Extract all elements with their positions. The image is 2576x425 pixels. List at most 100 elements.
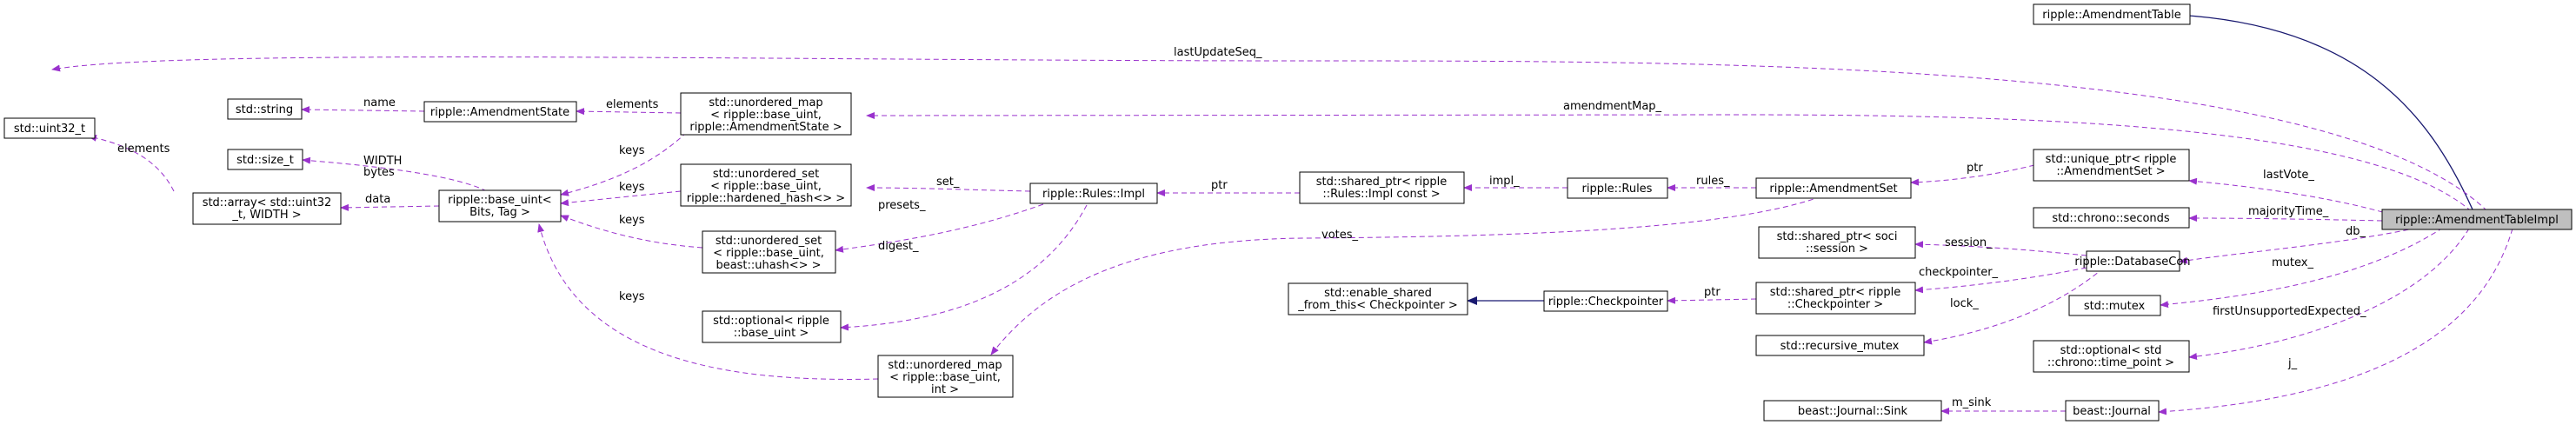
node-uset-uhash[interactable]: std::unordered_set < ripple::base_uint, … — [702, 230, 836, 274]
node-uset-uhash-line3: beast::uhash<> > — [716, 259, 821, 272]
edge-checkpointer: checkpointer_ — [1914, 266, 2087, 294]
edge-label-ptr-rules: ptr — [1211, 179, 1228, 192]
node-size-t[interactable]: std::size_t — [227, 149, 303, 170]
edge-ptr-set: ptr — [1910, 162, 2035, 186]
node-amendment-set[interactable]: ripple::AmendmentSet — [1755, 177, 1912, 199]
edge-label-keys-hardened: keys — [619, 181, 645, 194]
edge-label-last-vote: lastVote_ — [2263, 169, 2314, 182]
node-recursive-mutex[interactable]: std::recursive_mutex — [1755, 335, 1925, 356]
node-unique-set[interactable]: std::unique_ptr< ripple ::AmendmentSet > — [2033, 149, 2190, 182]
node-amendment-table[interactable]: ripple::AmendmentTable — [2033, 3, 2191, 25]
node-shared-checkpointer[interactable]: std::shared_ptr< ripple ::Checkpointer > — [1755, 282, 1916, 315]
edge-elements: elements — [576, 98, 682, 116]
node-umap-int[interactable]: std::unordered_map < ripple::base_uint, … — [877, 355, 1014, 398]
node-shared-soci-line1: std::shared_ptr< soci — [1777, 230, 1898, 243]
node-shared-rules-impl-line1: std::shared_ptr< ripple — [1316, 176, 1447, 189]
node-optional-base-line2: ::base_uint > — [734, 327, 809, 340]
node-journal-label: beast::Journal — [2073, 405, 2151, 418]
node-rules[interactable]: ripple::Rules — [1567, 177, 1668, 199]
edge-label-presets: presets_ — [878, 199, 926, 212]
node-enable-shared-line1: std::enable_shared — [1324, 287, 1432, 300]
node-journal[interactable]: beast::Journal — [2065, 400, 2160, 422]
node-rules-impl-label: ripple::Rules::Impl — [1042, 188, 1145, 201]
edge-last-update-seq: lastUpdateSeq_ — [51, 46, 2494, 218]
node-chrono-seconds[interactable]: std::chrono::seconds — [2033, 207, 2190, 229]
edge-label-digest: digest_ — [878, 240, 919, 253]
edge-inherit-amendment-table — [2151, 10, 2477, 218]
node-umap-state[interactable]: std::unordered_map < ripple::base_uint, … — [680, 92, 852, 136]
edge-label-votes: votes_ — [1321, 229, 1359, 242]
edge-width-bytes: WIDTH bytes — [302, 155, 488, 192]
node-enable-shared[interactable]: std::enable_shared _from_this< Checkpoin… — [1288, 282, 1468, 315]
node-recursive-mutex-label: std::recursive_mutex — [1781, 340, 1900, 353]
edge-label-checkpointer: checkpointer_ — [1919, 266, 1999, 279]
node-database-con-label: ripple::DatabaseCon — [2074, 256, 2190, 269]
edge-label-m-sink: m_sink — [1952, 396, 1992, 409]
node-uset-hardened[interactable]: std::unordered_set < ripple::base_uint, … — [680, 163, 852, 207]
edge-db: db_ — [2179, 225, 2418, 264]
edge-label-data: data — [365, 193, 390, 206]
node-optional-time[interactable]: std::optional< std ::chrono::time_point … — [2033, 340, 2190, 373]
node-uset-hardened-line1: std::unordered_set — [713, 168, 819, 181]
edge-label-elements: elements — [606, 98, 659, 111]
node-amendment-state-label: ripple::AmendmentState — [430, 106, 569, 119]
edge-label-impl: impl_ — [1489, 175, 1520, 188]
edge-label-width: WIDTH — [363, 155, 402, 168]
edge-label-amendment-map: amendmentMap_ — [1563, 100, 1662, 113]
node-umap-state-line3: ripple::AmendmentState > — [689, 121, 842, 134]
edge-label-j: j_ — [2287, 357, 2298, 370]
edge-label-lock: lock_ — [1950, 297, 1979, 310]
edge-name: name — [301, 96, 425, 114]
edge-impl: impl_ — [1463, 175, 1568, 191]
edge-label-keys-uhash: keys — [619, 214, 645, 227]
edge-digest: digest_ — [840, 204, 1088, 331]
edge-label-mutex: mutex_ — [2272, 256, 2313, 269]
node-amendment-state[interactable]: ripple::AmendmentState — [423, 101, 577, 123]
edge-label-keys-umap-state: keys — [619, 144, 645, 157]
edge-label-db: db_ — [2346, 225, 2366, 238]
edge-set: set_ — [866, 176, 1031, 192]
node-uset-hardened-line2: < ripple::base_uint, — [710, 180, 822, 193]
node-rules-impl[interactable]: ripple::Rules::Impl — [1029, 183, 1158, 204]
node-checkpointer[interactable]: ripple::Checkpointer — [1543, 290, 1668, 312]
node-unique-set-line1: std::unique_ptr< ripple — [2046, 153, 2177, 166]
edge-label-ptr-set: ptr — [1967, 162, 1983, 175]
node-uset-hardened-line3: ripple::hardened_hash<> > — [687, 192, 845, 205]
edge-label-session: session_ — [1945, 236, 1993, 249]
node-journal-sink[interactable]: beast::Journal::Sink — [1763, 400, 1942, 422]
node-array[interactable]: std::array< std::uint32 _t, WIDTH > — [192, 192, 342, 225]
edge-label-keys-umap-int: keys — [619, 290, 645, 303]
node-amendment-table-impl-label: ripple::AmendmentTableImpl — [2395, 214, 2559, 227]
edge-presets: presets_ — [835, 199, 1044, 253]
node-optional-base[interactable]: std::optional< ripple ::base_uint > — [702, 310, 842, 343]
node-rules-label: ripple::Rules — [1582, 183, 1653, 196]
node-size-t-label: std::size_t — [236, 154, 294, 167]
node-uset-uhash-line1: std::unordered_set — [716, 235, 822, 248]
edge-label-array-elements: elements — [117, 143, 170, 156]
node-std-string-label: std::string — [236, 103, 293, 116]
node-optional-base-line1: std::optional< ripple — [713, 315, 829, 328]
node-database-con[interactable]: ripple::DatabaseCon — [2074, 250, 2191, 272]
edge-label-rules: rules_ — [1696, 175, 1730, 188]
node-std-string[interactable]: std::string — [227, 98, 303, 120]
node-base-uint[interactable]: ripple::base_uint< Bits, Tag > — [438, 189, 562, 222]
edge-ptr-checkpointer: ptr — [1667, 286, 1757, 304]
edge-last-vote: lastVote_ — [2188, 169, 2400, 218]
node-std-mutex[interactable]: std::mutex — [2068, 295, 2161, 316]
node-umap-int-line3: int > — [931, 383, 959, 396]
node-uint32[interactable]: std::uint32_t — [3, 117, 96, 139]
edge-label-first-unsupported: firstUnsupportedExpected_ — [2213, 305, 2366, 318]
edge-label-set: set_ — [936, 176, 960, 189]
node-umap-state-line1: std::unordered_map — [709, 96, 822, 110]
edge-lock: lock_ — [1923, 267, 2105, 345]
node-uint32-label: std::uint32_t — [14, 123, 85, 136]
node-array-line2: _t, WIDTH > — [231, 209, 301, 222]
edge-array-elements: elements — [88, 134, 175, 192]
edge-majority-time: majorityTime_ — [2188, 205, 2383, 222]
node-shared-rules-impl[interactable]: std::shared_ptr< ripple ::Rules::Impl co… — [1299, 171, 1465, 204]
edge-data: data — [340, 193, 440, 211]
node-shared-soci[interactable]: std::shared_ptr< soci ::session > — [1758, 226, 1916, 259]
node-amendment-table-impl[interactable]: ripple::AmendmentTableImpl — [2381, 209, 2573, 230]
edge-label-majority-time: majorityTime_ — [2248, 205, 2329, 218]
